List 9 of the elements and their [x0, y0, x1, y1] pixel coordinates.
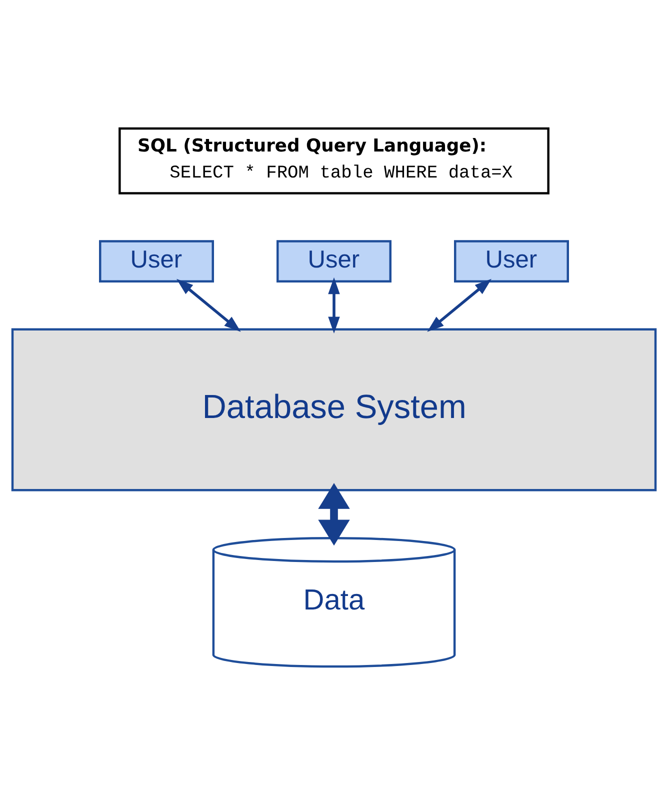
node-box: User — [454, 240, 569, 283]
arrow — [176, 278, 241, 332]
arrow — [427, 278, 492, 332]
arrow — [318, 483, 350, 546]
node-box: User — [99, 240, 214, 283]
node-box: SQL (Structured Query Language): SELECT * FROM table WHERE data=X — [118, 127, 550, 194]
node-box: User — [276, 240, 392, 283]
arrow — [328, 277, 340, 334]
node-box: Database System — [11, 328, 657, 492]
